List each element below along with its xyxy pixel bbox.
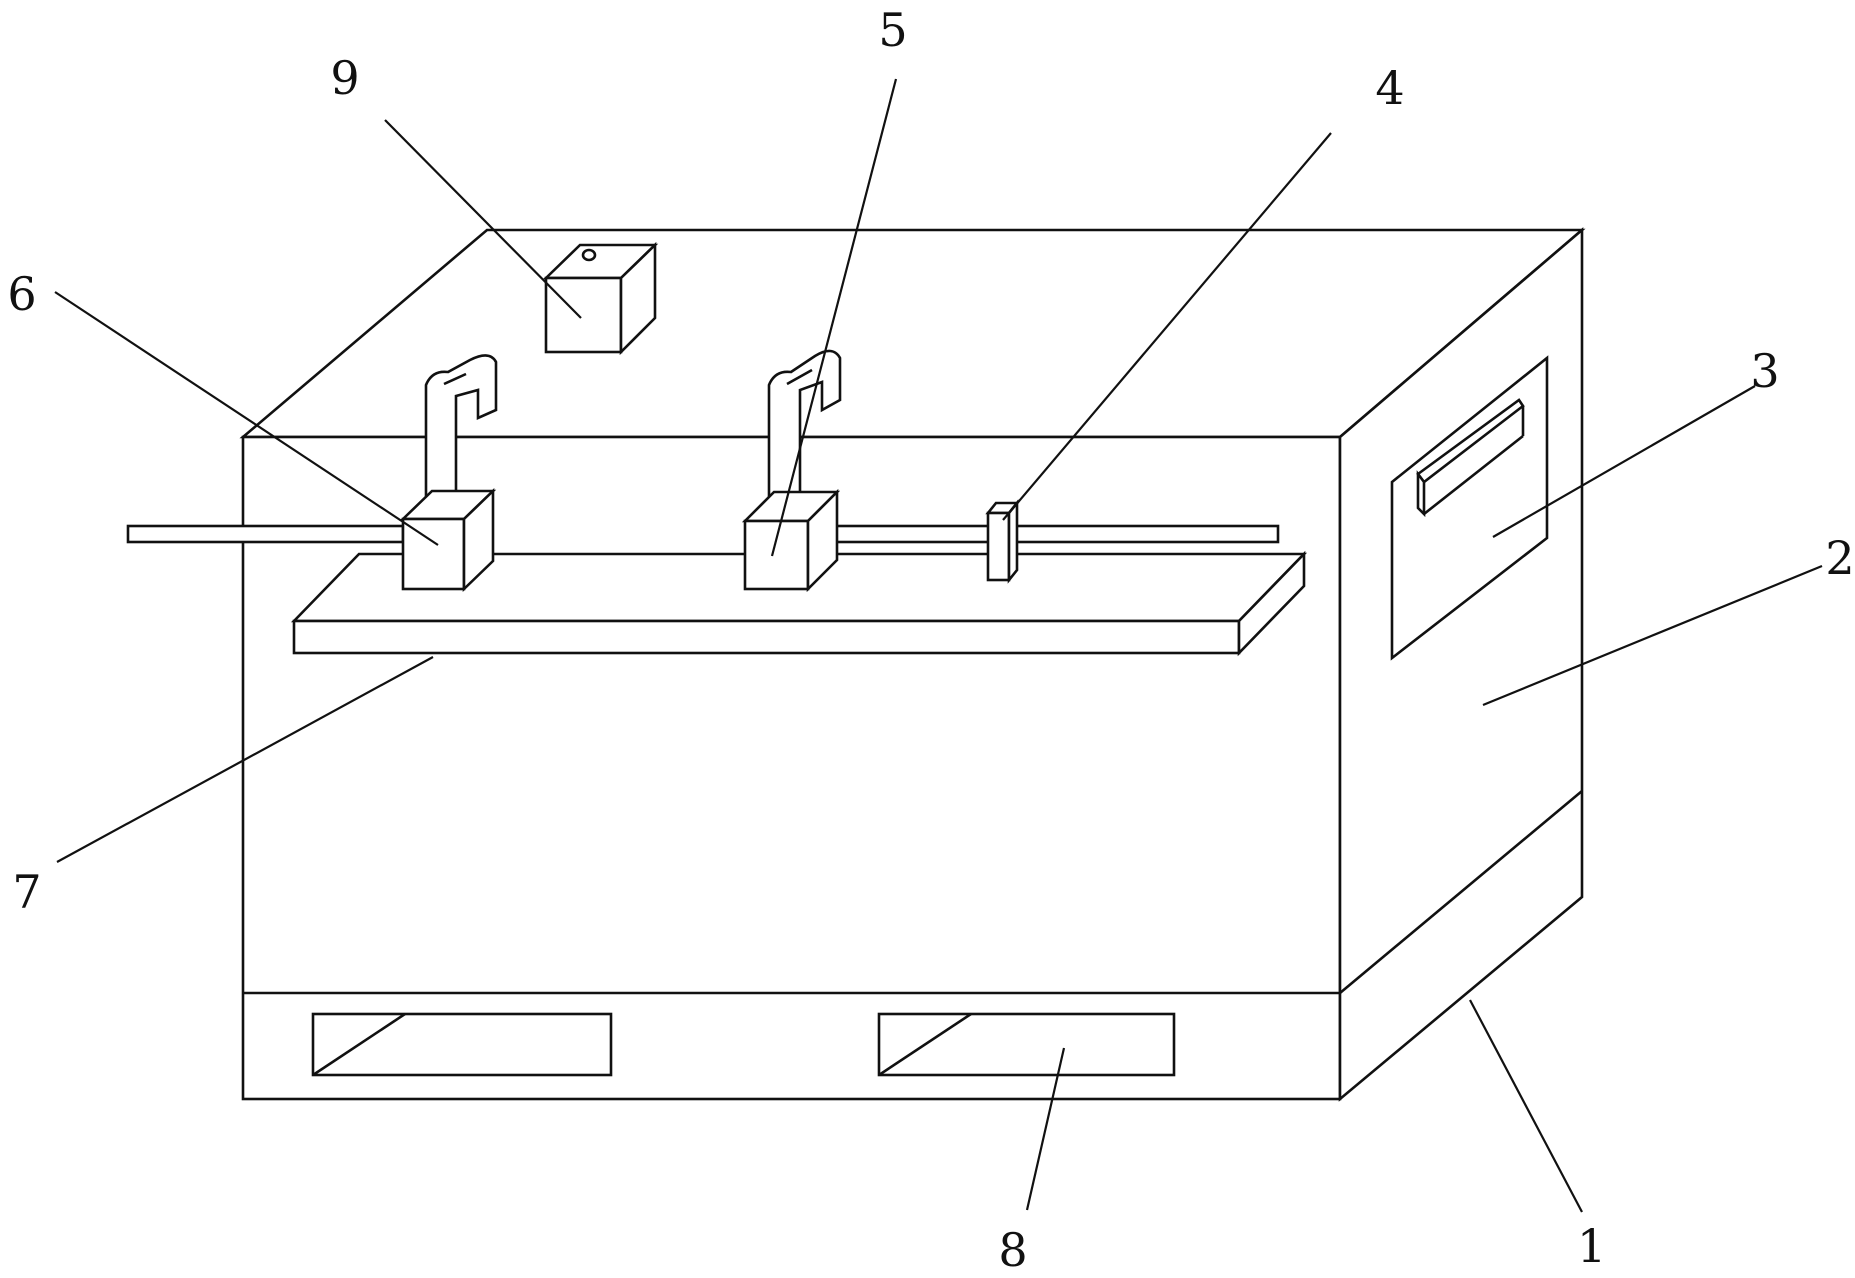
leader-5 (770, 78, 898, 557)
leader-6 (54, 291, 439, 546)
base-slot-left (311, 1012, 613, 1077)
middle-clamp-block-side (806, 488, 839, 593)
leader-4 (1002, 132, 1332, 521)
base-slot-right (877, 1012, 1176, 1077)
middle-clamp (741, 349, 842, 593)
side-panel (1390, 355, 1549, 661)
work-plate-front (292, 619, 1241, 655)
top-box-knob (581, 248, 597, 262)
side-panel-frame (1390, 355, 1549, 661)
callout-5: 5 (878, 3, 907, 57)
callout-1: 1 (1577, 1219, 1606, 1273)
middle-clamp-arm (767, 349, 842, 517)
middle-clamp-block-front (743, 519, 810, 591)
callout-labels: 1 2 3 4 5 6 7 8 9 (7, 3, 1854, 1277)
left-clamp-arm (424, 354, 498, 517)
leader-3 (1492, 385, 1756, 538)
leader-7 (56, 656, 434, 863)
work-plate-side (1237, 550, 1306, 657)
top-control-box (542, 241, 659, 356)
side-panel-handle-face (1416, 470, 1426, 518)
leader-lines (54, 78, 1823, 1213)
callout-6: 6 (7, 267, 36, 321)
slider-stop-front (986, 511, 1011, 582)
cabinet-body (239, 227, 1586, 1102)
base-slot-right-bevel (878, 1012, 972, 1077)
callout-8: 8 (998, 1223, 1027, 1277)
callout-7: 7 (12, 865, 41, 919)
callout-4: 4 (1375, 61, 1404, 115)
base-slot-left-bevel (312, 1012, 406, 1077)
leader-9 (384, 119, 582, 319)
middle-clamp-arm-edge (786, 368, 813, 386)
callout-9: 9 (330, 51, 359, 105)
top-box-side (619, 241, 657, 356)
base-divider-side (1339, 790, 1583, 994)
leader-1 (1469, 999, 1583, 1213)
left-clamp-arm-edge (443, 372, 467, 386)
callout-2: 2 (1825, 531, 1854, 585)
left-clamp-block-side (462, 487, 495, 593)
base-slots (311, 1012, 1176, 1077)
slider-stop-side (1007, 499, 1019, 584)
top-box-front (544, 276, 623, 354)
leader-8 (1025, 1047, 1066, 1211)
left-clamp-block-front (401, 517, 466, 591)
left-clamp (399, 354, 498, 593)
rail-left (126, 524, 405, 544)
side-panel-handle-edge (1423, 434, 1524, 516)
slider-stop (985, 499, 1020, 584)
guide-rails (126, 524, 1280, 559)
rail-right (806, 524, 1280, 544)
callout-3: 3 (1750, 344, 1779, 398)
leader-2 (1482, 564, 1823, 707)
